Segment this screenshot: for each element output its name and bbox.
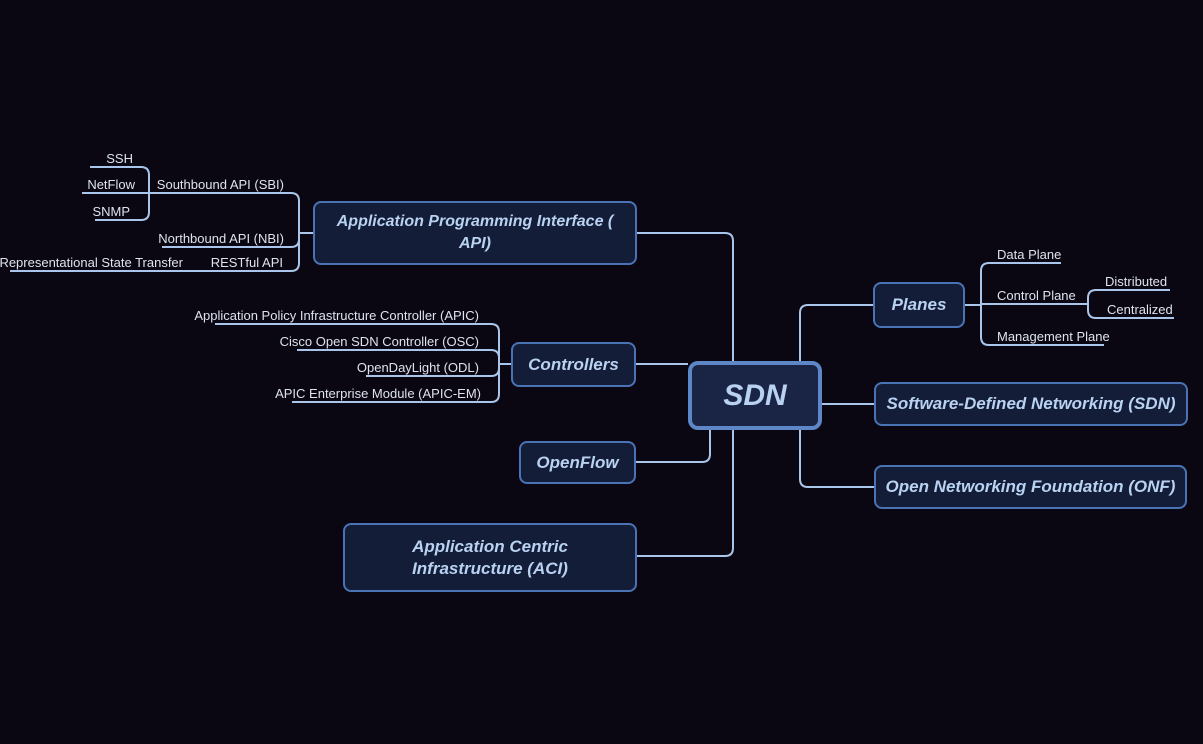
leaf-southbound-api[interactable]: Southbound API (SBI) <box>156 177 284 192</box>
node-aci-label-line1: Application Centric <box>412 536 568 556</box>
node-sdn-full[interactable]: Software-Defined Networking (SDN) <box>874 382 1188 426</box>
connector-osc-controllers <box>297 349 500 364</box>
leaf-apic[interactable]: Application Policy Infrastructure Contro… <box>194 308 479 323</box>
node-planes[interactable]: Planes <box>873 282 965 328</box>
leaf-snmp[interactable]: SNMP <box>92 204 130 219</box>
node-aci-label-line2: Infrastructure (ACI) <box>412 558 568 578</box>
node-planes-label: Planes <box>891 295 947 314</box>
leaf-netflow[interactable]: NetFlow <box>87 177 135 192</box>
connector-planes-sdn <box>799 304 873 361</box>
connector-apic-controllers <box>215 323 500 364</box>
connector-aci-sdn <box>637 430 734 557</box>
connector-openflow-sdn <box>636 430 711 463</box>
connector-centralized-controlplane <box>1087 304 1174 319</box>
node-openflow-label: OpenFlow <box>536 452 619 472</box>
connector-snmp-sbi <box>95 193 150 221</box>
leaf-northbound-api[interactable]: Northbound API (NBI) <box>158 231 284 246</box>
connector-restful-api <box>10 233 300 272</box>
connector-distributed-controlplane <box>1087 289 1170 304</box>
node-onf-label: Open Networking Foundation (ONF) <box>885 477 1176 496</box>
node-api[interactable]: Application Programming Interface ( API) <box>313 201 637 265</box>
connector-onf-sdn <box>799 430 874 488</box>
leaf-odl[interactable]: OpenDayLight (ODL) <box>356 360 479 375</box>
node-controllers[interactable]: Controllers <box>511 342 636 387</box>
leaf-data-plane[interactable]: Data Plane <box>997 247 1062 262</box>
leaf-osc[interactable]: Cisco Open SDN Controller (OSC) <box>279 334 479 349</box>
connector-dataplane-planes <box>980 262 1061 305</box>
leaf-control-plane[interactable]: Control Plane <box>997 288 1076 303</box>
leaf-apic-em[interactable]: APIC Enterprise Module (APIC-EM) <box>275 386 481 401</box>
node-sdn-root-label: SDN <box>723 378 787 412</box>
node-api-label-line2: API) <box>459 235 491 252</box>
node-aci[interactable]: Application Centric Infrastructure (ACI) <box>343 523 637 592</box>
leaf-distributed[interactable]: Distributed <box>1105 274 1168 289</box>
node-sdn-full-label: Software-Defined Networking (SDN) <box>886 394 1176 413</box>
leaf-ssh[interactable]: SSH <box>106 151 133 166</box>
leaf-centralized[interactable]: Centralized <box>1107 302 1173 317</box>
leaf-representational-state-transfer[interactable]: Representational State Transfer <box>0 255 183 270</box>
connector-sbi-api <box>149 192 300 233</box>
node-controllers-label: Controllers <box>528 354 619 374</box>
leaf-restful-api[interactable]: RESTful API <box>210 255 283 270</box>
connector-managementplane-planes <box>980 305 1104 346</box>
node-sdn-root[interactable]: SDN <box>688 361 822 430</box>
leaf-management-plane[interactable]: Management Plane <box>997 329 1110 344</box>
connector-api-sdn <box>637 232 734 361</box>
node-openflow[interactable]: OpenFlow <box>519 441 636 484</box>
node-onf[interactable]: Open Networking Foundation (ONF) <box>874 465 1187 509</box>
connector-apicem-controllers <box>292 364 500 403</box>
node-api-label-line1: Application Programming Interface ( <box>336 213 614 230</box>
connector-ssh-sbi <box>90 166 150 193</box>
